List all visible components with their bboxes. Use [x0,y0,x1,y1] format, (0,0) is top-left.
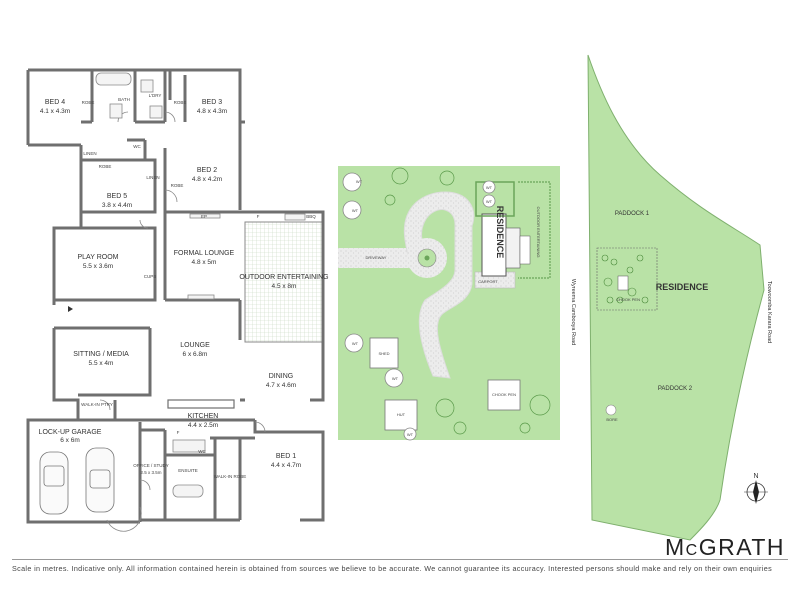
laundry-label: L'DRY [149,93,162,98]
site-plan: WT WT WT WT WT WT WT DRIVEWAY CARPORT SH… [338,166,560,441]
door-swings [99,111,266,532]
room-dim: 4.1 x 4.3m [40,108,70,115]
property-map: PADDOCK 1 PADDOCK 2 RESIDENCE CHOOK PEN … [570,54,772,541]
room-dim: 6 x 6m [60,437,80,444]
room-name: BED 4 [45,99,65,106]
paddock1-label: PADDOCK 1 [615,211,650,217]
room-name: FORMAL LOUNGE [174,250,235,257]
outdoor-label: OUTDOOR ENTERTAINING [536,207,541,258]
footer-divider [12,559,788,560]
north-arrow-icon [744,480,768,504]
disclaimer-text: Scale in metres. Indicative only. All in… [12,564,773,573]
room-name: BED 5 [107,193,127,200]
map-residence-label: RESIDENCE [656,282,709,292]
residence-label: RESIDENCE [495,206,505,259]
room-name: PLAY ROOM [78,254,119,261]
wc-label: WC [198,449,206,454]
chook-pen-label: CHOOK PEN [492,392,516,397]
robe-label: ROBE [99,164,112,169]
room-dim: 5.5 x 4m [89,360,114,367]
room-name: DINING [269,373,294,380]
robe-label: ROBE [174,100,187,105]
mcgrath-logo: MCGRATH [665,534,785,561]
north-label: N [753,473,758,480]
water-tanks [342,172,496,441]
bbq-label: BBQ [306,214,316,219]
room-dim: 3.8 x 4.4m [102,202,132,209]
water-tank-label: WT [486,199,493,204]
bath-label: BATH [118,97,130,102]
room-dim: 4.7 x 4.6m [266,382,296,389]
room-name: LOCK-UP GARAGE [39,429,102,436]
room-dim: 4.8 x 4.3m [197,108,227,115]
ep-label: EP [201,214,207,219]
logo-part: GRATH [698,534,786,560]
paddock2-label: PADDOCK 2 [658,386,693,392]
residence-trees [601,254,649,304]
robe-label: ROBE [171,183,184,188]
water-tank-label: WT [392,376,399,381]
driveway-label: DRIVEWAY [366,255,387,260]
fridge-label: F [257,214,260,219]
road-label: Wyreema Cambooya Road [570,279,576,345]
room-dim: 2.5 x 3.5m [140,470,161,475]
fridge-label: F [177,430,180,435]
room-dim: 6 x 6.8m [183,351,208,358]
logo-part: M [665,534,686,560]
room-name: BED 2 [197,167,217,174]
linen-label: LINEN [83,151,96,156]
water-tank-label: WT [407,432,414,437]
water-tank-label: WT [352,341,359,346]
fixtures [68,72,306,498]
room-name: OFFICE / STUDY [133,463,169,468]
trees [384,167,551,435]
room-dim: 4.8 x 4.2m [192,176,222,183]
room-name: SITTING / MEDIA [73,351,129,358]
robe-label: ROBE [82,100,95,105]
hut-label: HUT [397,412,406,417]
room-name: BED 1 [276,453,296,460]
road-label: Toowoomba Karara Road [766,281,772,343]
water-tank-label: WT [356,179,363,184]
wc-label: WC [133,144,141,149]
pantry-label: WALK-IN PTRY [81,402,113,407]
bore-label: BORE [606,417,618,422]
water-tank-label: WT [352,208,359,213]
cupboard-label: CUPB [144,274,157,279]
carport-label: CARPORT [478,279,498,284]
linen-label: LINEN [146,175,159,180]
room-name: OUTDOOR ENTERTAINING [239,274,328,281]
room-labels: BED 4 4.1 x 4.3m BED 3 4.8 x 4.3m BED 2 … [39,93,329,479]
room-name: BED 3 [202,99,222,106]
room-dim: 5.5 x 3.6m [83,263,113,270]
garage-cars [39,447,115,515]
map-chook-label: CHOOK PEN [616,297,640,302]
ensuite-label: ENSUITE [178,468,198,473]
room-dim: 4.4 x 2.5m [188,422,218,429]
room-dim: 4.8 x 5m [192,259,217,266]
shed-label: SHED [378,351,389,356]
room-dim: 4.4 x 4.7m [271,462,301,469]
room-name: LOUNGE [180,342,210,349]
logo-part: C [685,542,699,559]
room-name: KITCHEN [188,413,219,420]
water-tank-label: WT [486,185,493,190]
walkin-robe-label: WALK-IN ROBE [214,474,247,479]
floor-plan [26,68,325,524]
room-dim: 4.5 x 8m [272,283,297,290]
